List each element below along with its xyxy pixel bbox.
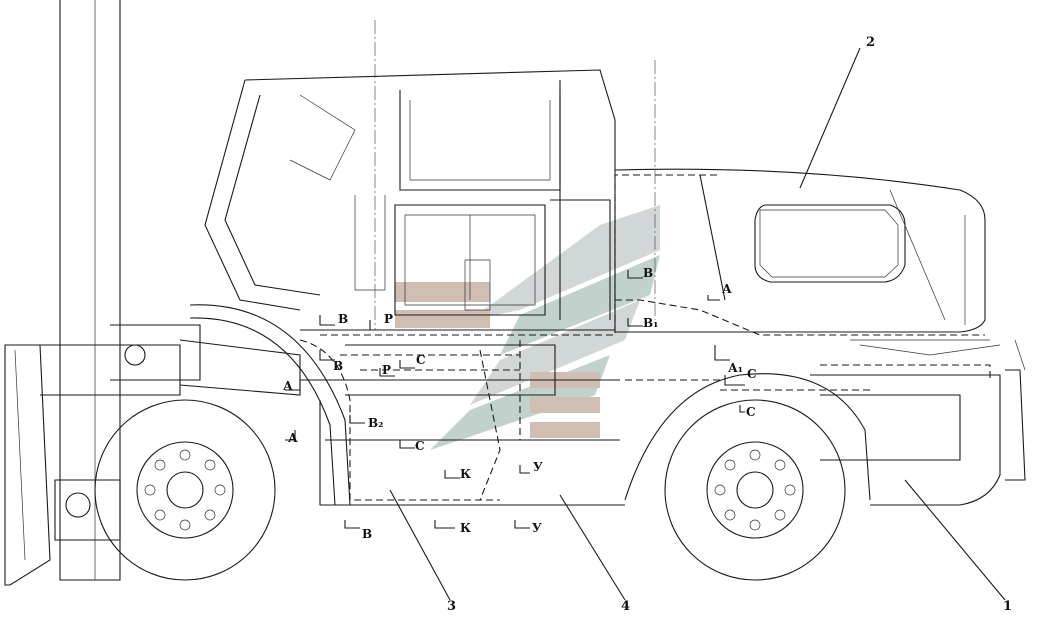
leader-lines xyxy=(389,47,1006,601)
section-label-c-mid: С xyxy=(416,353,426,367)
section-arrows xyxy=(285,270,745,529)
section-label-p-top: Р xyxy=(384,312,393,326)
callout-2: 2 xyxy=(866,35,875,50)
watermark-logo xyxy=(395,205,660,450)
section-label-c-low: С xyxy=(415,439,425,453)
section-label-k-bot: К xyxy=(460,521,471,535)
section-label-b2: В₂ xyxy=(368,416,383,430)
cab xyxy=(204,20,656,331)
section-label-b1: В₁ xyxy=(643,316,658,330)
section-label-b-bot: В xyxy=(362,527,372,541)
section-label-a-left2: А xyxy=(288,431,298,445)
callout-4: 4 xyxy=(621,599,630,614)
section-label-a-cab: А xyxy=(722,282,732,296)
section-label-c-right: С xyxy=(747,367,757,381)
engine-hood xyxy=(614,168,986,333)
section-label-b-top: В xyxy=(338,312,348,326)
rear-wheel xyxy=(664,399,846,581)
section-label-b-cab: В xyxy=(643,266,653,280)
chassis-body xyxy=(300,339,1026,506)
section-label-u-mid: У xyxy=(533,460,543,474)
callout-1: 1 xyxy=(1003,599,1012,614)
section-label-u-bot: У xyxy=(532,521,542,535)
section-label-a1: А₁ xyxy=(728,361,743,375)
front-blade xyxy=(4,0,301,586)
section-label-c-right2: С xyxy=(746,405,756,419)
section-label-b-mid: В xyxy=(333,359,343,373)
callout-numbers: 2 1 3 4 xyxy=(447,35,1012,614)
section-label-a-left: А xyxy=(283,379,293,393)
callout-3: 3 xyxy=(447,599,456,614)
section-label-p-mid: Р xyxy=(382,363,391,377)
front-wheel xyxy=(94,399,276,581)
section-label-k-mid: К xyxy=(460,467,471,481)
wiring-harness xyxy=(299,174,991,501)
fenders xyxy=(189,304,871,506)
section-labels: В Р В С Р А А В₂ С К У В К У В А В₁ А₁ С… xyxy=(283,266,757,541)
